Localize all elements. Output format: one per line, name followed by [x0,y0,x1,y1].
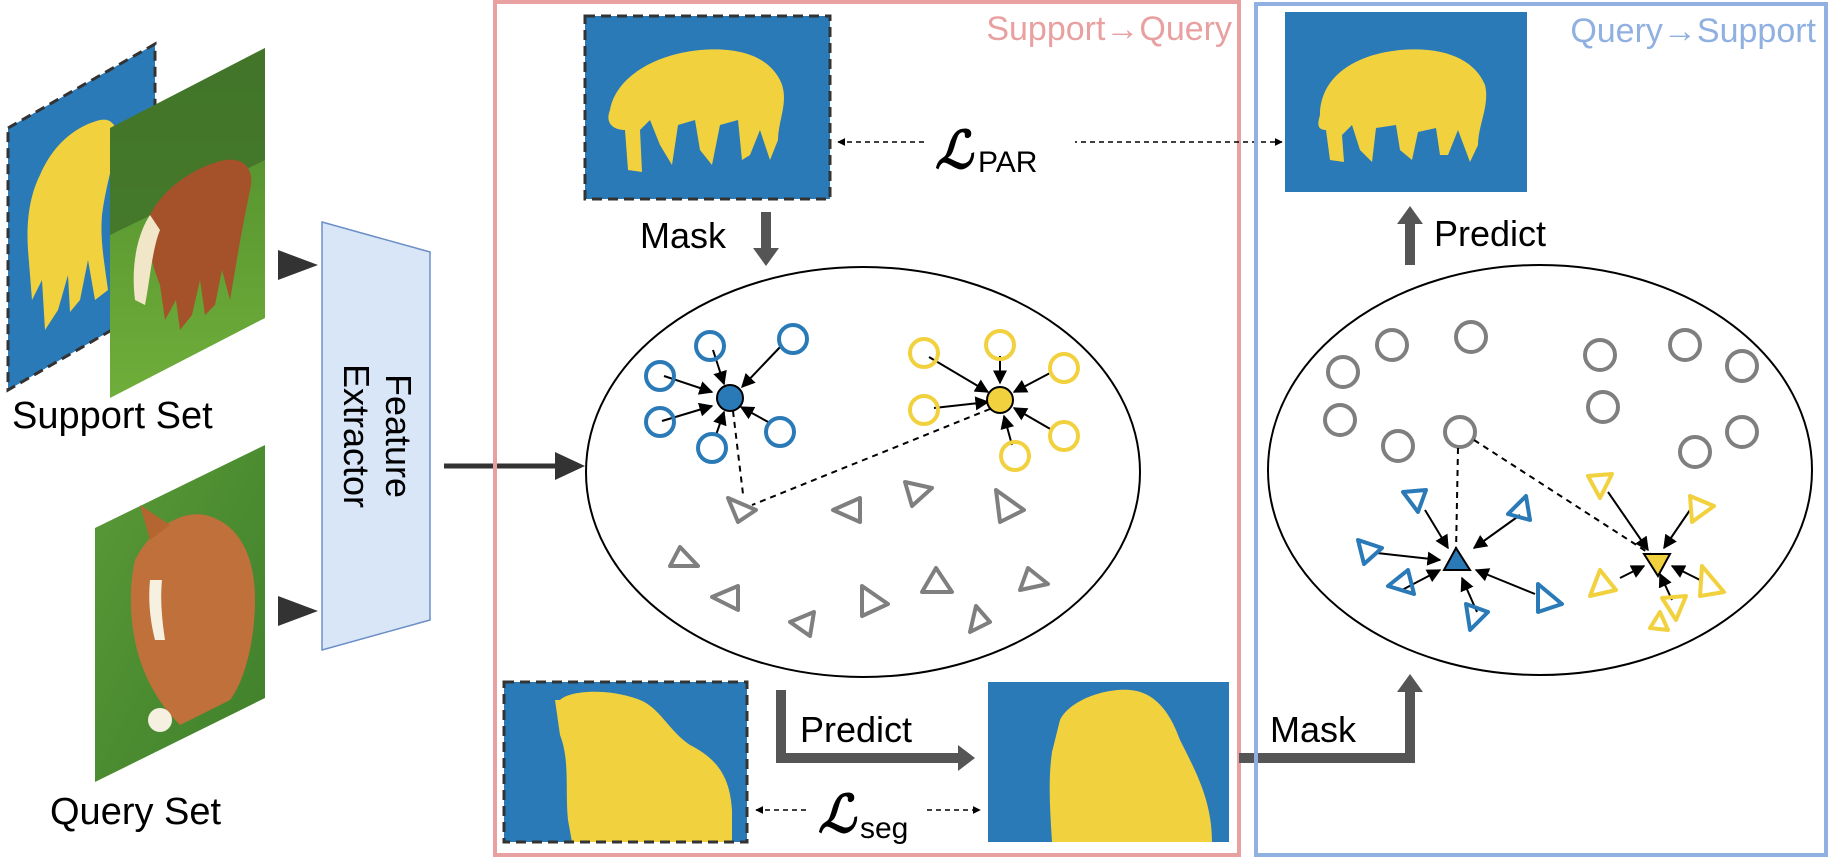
blue-support-cluster [644,323,809,464]
support-to-query-embedding [585,266,1141,678]
query-to-support-title: Query→Support [1570,12,1816,50]
mask-top-arrow [753,212,779,266]
feature-extractor-label-2: Extractor [336,364,377,508]
loss-seg-subscript: seg [860,812,908,845]
query-to-support-frame [1254,2,1828,857]
feature-extractor: Feature Extractor [321,221,431,651]
query-to-support-embedding [1267,264,1813,676]
loss-par-subscript: PAR [978,146,1037,179]
support-to-query-frame [493,0,1241,857]
query-image [95,445,265,782]
query-input-arrow [278,596,318,626]
query-set: Query Set [50,445,265,833]
blue-prototype [716,384,744,412]
yellow-prototype [986,386,1014,414]
mask-top-label: Mask [640,215,727,256]
predict-bottom-label: Predict [800,709,912,750]
query-set-label: Query Set [50,791,222,833]
distance-line-yellow [751,408,991,506]
support-set: Support Set [6,41,265,437]
mask-bottom-label: Mask [1270,709,1357,750]
predict-bottom-arrow [776,690,975,771]
yellow-query-cluster [1586,472,1726,632]
support-mask-top [583,14,832,201]
distance-line-blue [732,410,744,495]
support-set-label: Support Set [12,395,213,437]
support-feature-circles [1323,320,1759,469]
predict-top-arrow [1397,206,1423,265]
support-input-arrow [278,250,318,280]
mask-bottom-arrow [1239,674,1423,763]
blue-query-cluster [1356,488,1564,632]
query-gt-mask [502,680,749,844]
embedding-arrow [444,452,585,480]
query-feature-triangles [668,480,1050,638]
loss-seg-symbol: ℒ [818,787,858,844]
yellow-support-cluster [908,329,1080,472]
feature-extractor-label-1: Feature [378,374,419,498]
predict-top-label: Predict [1434,213,1546,254]
loss-seg: ℒ seg [755,782,981,845]
query-predicted-mask [988,682,1229,842]
support-image [110,48,265,398]
loss-par: ℒ PAR [837,115,1283,180]
blue-query-prototype [1442,546,1472,571]
distance-line-yellow-right [1473,439,1656,558]
support-predicted-mask [1285,12,1527,192]
loss-par-symbol: ℒ [935,123,975,180]
yellow-query-prototype [1642,553,1672,578]
support-to-query-title: Support→Query [986,10,1232,48]
